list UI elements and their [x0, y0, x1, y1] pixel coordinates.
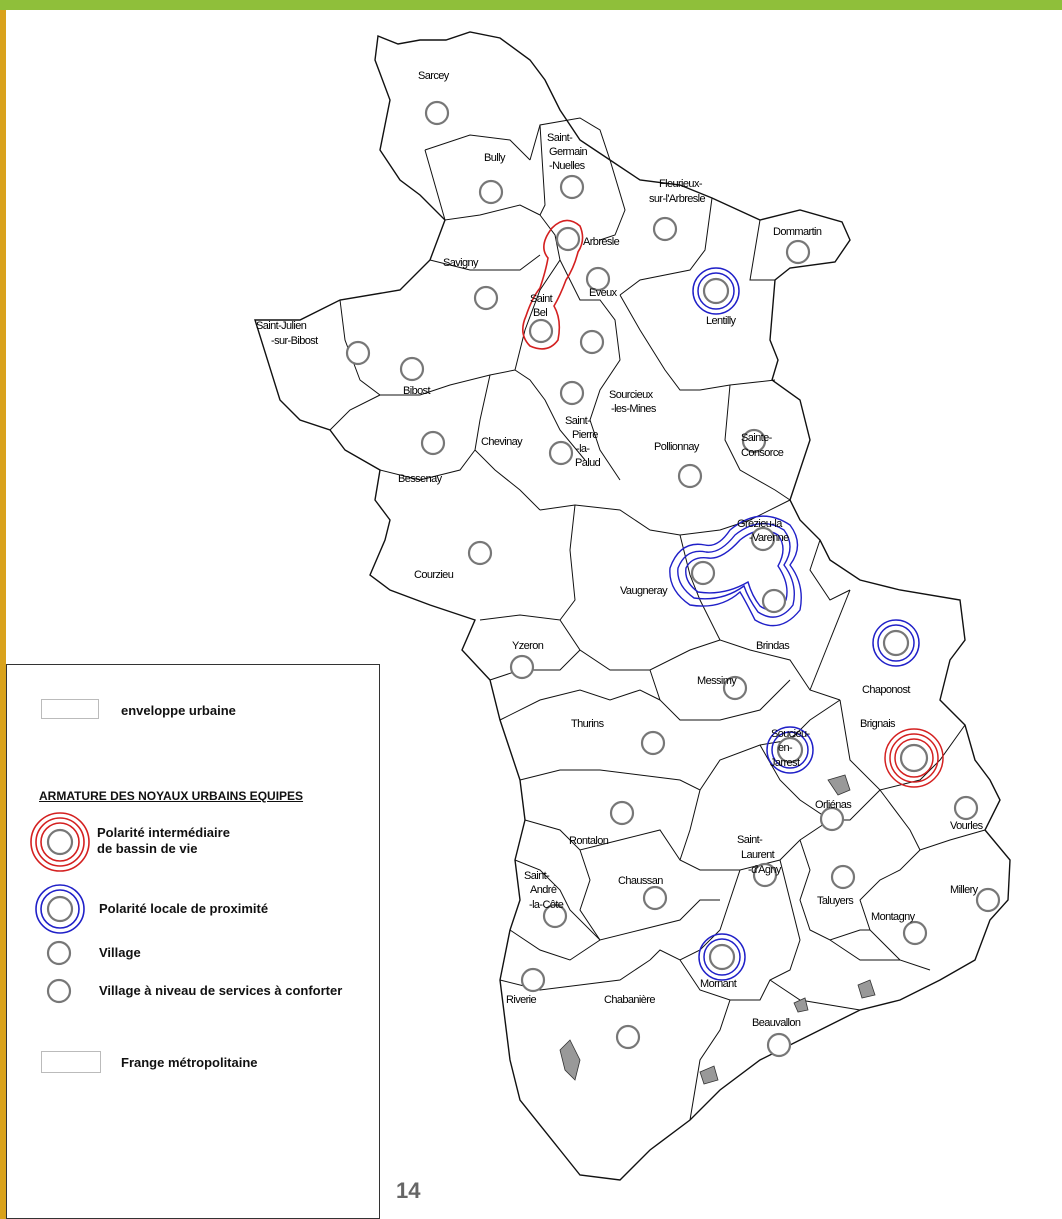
- label-beauvallon: Beauvallon: [752, 1017, 801, 1029]
- label-bully: Bully: [484, 152, 506, 164]
- label-bessenay: Bessenay: [398, 473, 443, 485]
- map-legend: enveloppe urbaine ARMATURE DES NOYAUX UR…: [6, 664, 380, 1219]
- urban-patches: [559, 774, 876, 1085]
- frange-swatch: [41, 1051, 101, 1073]
- legend-polarite-intermediaire-2: de bassin de vie: [97, 841, 198, 856]
- label-montagny: Montagny: [871, 911, 916, 923]
- blue-double-ring-icon: [35, 884, 85, 934]
- village-circles: [345, 100, 1001, 1058]
- label-vaugneray: Vaugneray: [620, 585, 668, 597]
- legend-village: Village: [99, 945, 141, 960]
- label-sarcey: Sarcey: [418, 70, 450, 82]
- label-mornant: Mornant: [700, 978, 737, 990]
- brignais-rings: [884, 728, 944, 788]
- label-arbresle: Arbresle: [583, 236, 620, 248]
- frame-left-bar: [0, 10, 6, 1219]
- label-grezieu-1: Grézieu-la: [737, 518, 783, 530]
- page-number: 14: [396, 1178, 421, 1203]
- soucieu-rings: [766, 726, 814, 774]
- label-grezieu-2: -Varenne: [749, 532, 789, 544]
- label-messimy: Messimy: [697, 675, 737, 687]
- label-st-pierre-4: Palud: [575, 457, 601, 469]
- label-rontalon: Rontalon: [569, 835, 609, 847]
- legend-urban-envelope: enveloppe urbaine: [121, 703, 236, 718]
- label-riverie: Riverie: [506, 994, 537, 1006]
- legend-polarite-intermediaire-1: Polarité intermédiaire: [97, 825, 230, 840]
- town-labels: Sarcey Bully Saint- Germain -Nuelles Fle…: [256, 70, 984, 1029]
- village-conforter-circle-icon: [46, 978, 72, 1004]
- label-chevinay: Chevinay: [481, 436, 523, 448]
- urban-envelope-swatch: [41, 699, 99, 719]
- label-st-pierre-2: Pierre: [572, 429, 598, 441]
- label-st-andre-3: -la-Côte: [529, 899, 564, 911]
- label-sourcieux-1: Sourcieux: [609, 389, 654, 401]
- label-courzieu: Courzieu: [414, 569, 454, 581]
- label-soucieu-1: Soucieu-: [771, 728, 811, 740]
- legend-polarite-locale: Polarité locale de proximité: [99, 901, 269, 916]
- label-savigny: Savigny: [443, 257, 479, 269]
- label-soucieu-3: Jarrest: [770, 757, 800, 769]
- legend-section-title: ARMATURE DES NOYAUX URBAINS EQUIPES: [39, 789, 304, 803]
- label-millery: Millery: [950, 884, 979, 896]
- legend-frange: Frange métropolitaine: [121, 1055, 258, 1070]
- label-st-laurent-1: Saint-: [737, 834, 763, 846]
- label-chaponost: Chaponost: [862, 684, 910, 696]
- label-pollionnay: Pollionnay: [654, 441, 700, 453]
- label-fleurieux-2: sur-l'Arbresle: [649, 193, 706, 205]
- label-fleurieux-1: Fleurieux-: [659, 178, 703, 190]
- label-st-germain-3: -Nuelles: [549, 160, 586, 172]
- legend-village-conforter: Village à niveau de services à conforter: [99, 983, 343, 998]
- label-brignais: Brignais: [860, 718, 896, 730]
- label-lentilly: Lentilly: [706, 315, 737, 327]
- label-ste-consorce-2: Consorce: [741, 447, 784, 459]
- label-st-laurent-2: Laurent: [741, 849, 775, 861]
- label-eveux: Eveux: [589, 287, 618, 299]
- arbresle-envelope: [522, 219, 584, 350]
- label-st-andre-1: Saint-: [524, 870, 550, 882]
- label-ste-consorce-1: Sainte-: [741, 432, 773, 444]
- village-circle-icon: [46, 940, 72, 966]
- polarity-envelopes: [522, 219, 802, 627]
- label-bibost: Bibost: [403, 385, 431, 397]
- red-triple-ring-icon: [30, 812, 90, 872]
- label-st-germain-2: Germain: [549, 146, 587, 158]
- lentilly-rings: [692, 267, 740, 315]
- label-st-pierre-1: Saint-: [565, 415, 591, 427]
- label-brindas: Brindas: [756, 640, 790, 652]
- chaponost-rings: [872, 619, 920, 667]
- frame-top-bar: [0, 0, 1062, 10]
- label-st-laurent-3: -d'Agny: [748, 864, 782, 876]
- label-st-germain-1: Saint-: [547, 132, 573, 144]
- label-chaussan: Chaussan: [618, 875, 663, 887]
- label-orlienas: Orliénas: [815, 799, 852, 811]
- label-st-pierre-3: -la-: [576, 443, 590, 455]
- label-st-andre-2: André: [530, 884, 557, 896]
- label-dommartin: Dommartin: [773, 226, 822, 238]
- label-chabaniere: Chabanière: [604, 994, 655, 1006]
- mornant-rings: [698, 933, 746, 981]
- label-st-bel-2: Bel: [533, 307, 547, 319]
- label-st-julien-1: Saint-Julien: [256, 320, 307, 332]
- label-st-bel-1: Saint: [530, 293, 553, 305]
- label-thurins: Thurins: [571, 718, 605, 730]
- label-sourcieux-2: -les-Mines: [611, 403, 657, 415]
- label-st-julien-2: -sur-Bibost: [271, 335, 318, 347]
- polarity-rings: [692, 267, 944, 981]
- label-taluyers: Taluyers: [817, 895, 854, 907]
- label-yzeron: Yzeron: [512, 640, 544, 652]
- label-vourles: Vourles: [950, 820, 984, 832]
- label-soucieu-2: en-: [778, 742, 793, 754]
